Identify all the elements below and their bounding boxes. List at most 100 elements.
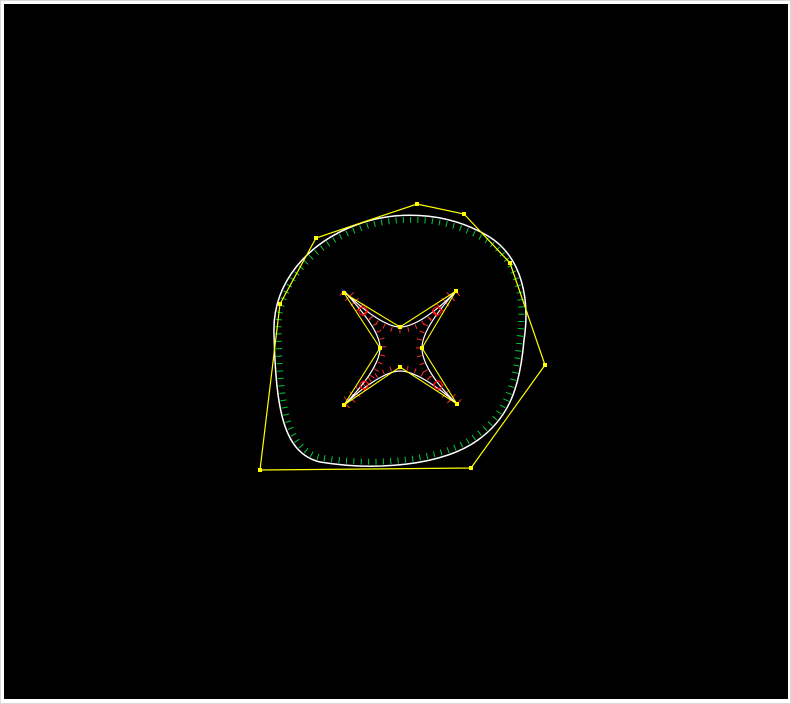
inner-normal-tick-45: [406, 365, 409, 371]
inner-normal-tick-42: [427, 375, 431, 381]
outer-normal-tick-17: [332, 237, 337, 243]
outer-normal-tick-105: [277, 377, 284, 380]
outer-normal-tick-16: [326, 241, 331, 247]
inner-normal-tick-30: [419, 362, 425, 366]
bezier-scene: [258, 202, 547, 472]
inner-control-point-8[interactable]: [378, 346, 382, 350]
outer-normal-tick-61: [508, 385, 515, 389]
outer-normal-tick-35: [459, 225, 462, 232]
outer-normal-tick-95: [298, 443, 304, 449]
outer-normal-tick-59: [511, 371, 518, 374]
outer-normal-tick-79: [411, 455, 414, 462]
outer-control-point-1[interactable]: [258, 468, 262, 472]
inner-control-point-2[interactable]: [398, 325, 402, 329]
outer-normal-tick-20: [352, 227, 356, 234]
inner-control-point-7[interactable]: [342, 403, 346, 407]
inner-normal-tick-62: [377, 361, 383, 365]
outer-control-points: [258, 202, 547, 472]
outer-normal-tick-37: [472, 230, 476, 237]
outer-normal-tick-72: [459, 441, 464, 448]
outer-normal-tick-96: [294, 438, 300, 443]
outer-normal-tick-73: [453, 444, 457, 451]
outer-normal-tick-98: [287, 426, 294, 430]
outer-normal-tick-100: [283, 413, 290, 416]
outer-normal-tick-23: [373, 220, 376, 228]
outer-normal-tick-99: [285, 420, 292, 423]
outer-normal-tick-4: [276, 311, 284, 314]
outer-normal-tick-75: [439, 449, 443, 456]
outer-normal-tick-63: [503, 398, 509, 402]
inner-normal-tick-25: [423, 323, 429, 327]
outer-normal-tick-18: [338, 233, 343, 240]
outer-normal-tick-11: [298, 265, 304, 271]
outer-normal-tick-26: [395, 217, 397, 224]
outer-normal-tick-60: [510, 378, 517, 381]
outer-normal-tick-25: [387, 218, 390, 225]
inner-normal-tick-27: [416, 338, 423, 341]
inner-normal-tick-3: [350, 301, 355, 307]
outer-normal-tick-14: [314, 249, 319, 256]
inner-control-point-5[interactable]: [455, 402, 459, 406]
outer-normal-tick-32: [438, 219, 441, 226]
highlight-circle-4: [433, 380, 443, 390]
outer-control-point-4[interactable]: [415, 202, 419, 206]
outer-control-point-3[interactable]: [314, 236, 318, 240]
inner-normal-tick-21: [441, 297, 446, 302]
inner-control-point-4[interactable]: [420, 346, 424, 350]
inner-normal-tick-49: [374, 373, 379, 378]
outer-normal-tick-53: [517, 327, 524, 330]
outer-normal-tick-101: [281, 406, 288, 409]
outer-normal-tick-67: [487, 421, 493, 426]
outer-normal-tick-76: [432, 451, 436, 458]
outer-normal-tick-54: [516, 335, 524, 337]
opengl-canvas[interactable]: [4, 4, 788, 699]
inner-control-point-1[interactable]: [342, 291, 346, 295]
inner-normal-tick-29: [416, 355, 422, 358]
outer-normal-tick-104: [278, 384, 285, 387]
inner-normal-tick-60: [370, 375, 375, 379]
inner-normal-tick-65: [379, 337, 385, 340]
inner-normal-tick-72: [349, 292, 354, 297]
outer-normal-tick-6: [280, 297, 287, 301]
outer-control-point-8[interactable]: [469, 466, 473, 470]
inner-normal-tick-31: [423, 369, 428, 373]
outer-normal-tick-38: [478, 234, 483, 240]
inner-control-point-3[interactable]: [454, 289, 458, 293]
inner-normal-tick-61: [374, 368, 379, 372]
inner-normal-tick-44: [413, 368, 417, 374]
inner-normal-tick-26: [419, 330, 425, 334]
outer-normal-tick-62: [505, 391, 512, 395]
outer-control-point-6[interactable]: [508, 261, 512, 265]
outer-normal-tick-15: [320, 245, 325, 251]
inner-normal-tick-68: [368, 315, 374, 320]
inner-normal-tick-13: [421, 320, 425, 326]
outer-normal-tick-33: [445, 220, 448, 228]
outer-normal-tick-44: [507, 263, 514, 268]
outer-normal-tick-55: [516, 342, 523, 345]
outer-normal-tick-64: [499, 404, 506, 409]
inner-normal-tick-8: [382, 323, 386, 329]
outer-normal-tick-74: [446, 447, 450, 454]
outer-normal-tick-34: [452, 222, 455, 229]
inner-normal-tick-2: [344, 296, 349, 302]
outer-normal-tick-97: [290, 433, 297, 437]
outer-normal-tick-57: [514, 357, 521, 360]
outer-normal-tick-92: [316, 453, 320, 460]
outer-normal-tick-69: [477, 430, 482, 436]
outer-control-point-2[interactable]: [278, 302, 282, 306]
inner-normal-tick-50: [367, 377, 372, 382]
outer-normal-tick-78: [418, 454, 421, 461]
outer-normal-tick-77: [425, 453, 429, 460]
outer-normal-tick-94: [303, 447, 309, 454]
outer-normal-tick-93: [309, 451, 314, 458]
inner-normal-tick-48: [381, 369, 385, 375]
outer-normal-tick-31: [431, 218, 434, 225]
inner-control-point-6[interactable]: [398, 365, 402, 369]
outer-normal-tick-24: [380, 219, 383, 226]
outer-control-point-7[interactable]: [543, 363, 547, 367]
outer-normal-tick-102: [280, 399, 287, 402]
outer-control-point-5[interactable]: [462, 212, 466, 216]
outer-normal-tick-68: [482, 425, 488, 432]
outer-curve-normals: [273, 214, 527, 467]
outer-normal-tick-36: [465, 227, 469, 234]
